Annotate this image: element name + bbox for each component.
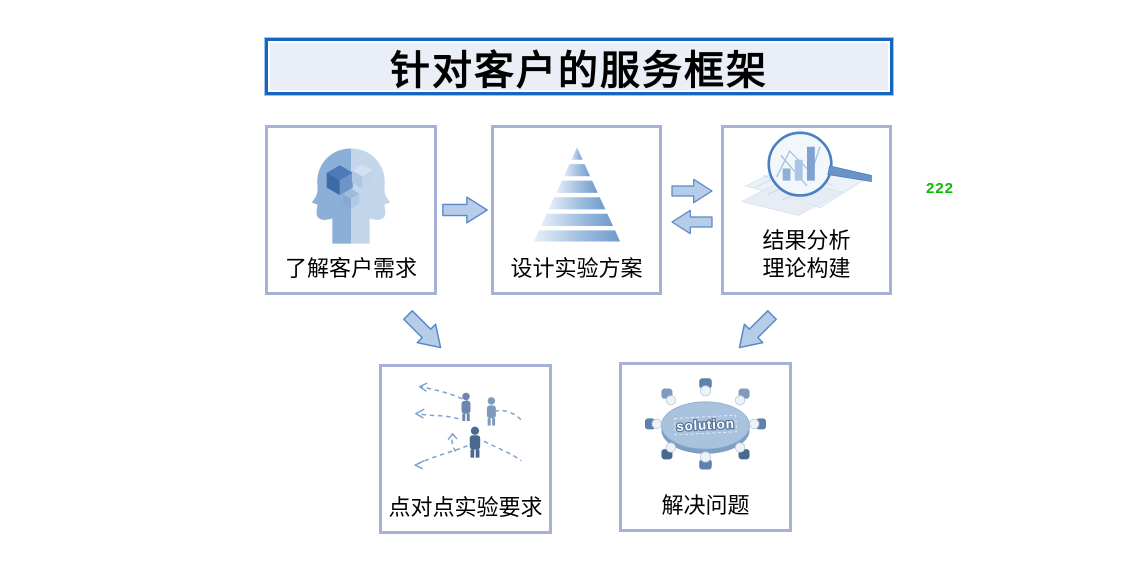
- box-label: 结果分析 理论构建: [762, 225, 850, 292]
- arrow-down-left-icon: [738, 310, 777, 349]
- people-dashed-arrows-icon: [413, 381, 523, 470]
- flow-box-design-experiment: 设计实验方案: [491, 125, 662, 295]
- box-label-line1: 结果分析: [762, 228, 851, 253]
- solution-table-icon: solution: [644, 377, 767, 470]
- flow-box-analyze-results: 结果分析 理论构建: [721, 125, 892, 295]
- arrow-right-icon: [442, 196, 488, 224]
- arrow-down-right-icon: [403, 310, 442, 349]
- flow-box-p2p-requirements: 点对点实验要求: [379, 364, 552, 534]
- flow-box-understand-needs: 了解客户需求: [265, 125, 437, 295]
- pyramid-icon: [531, 143, 622, 243]
- solution-text: solution: [676, 415, 735, 433]
- box-label: 点对点实验要求: [388, 494, 543, 520]
- arrow-left-icon: [671, 209, 713, 235]
- annotation-222: 222: [926, 180, 955, 197]
- thinking-heads-icon: [311, 147, 391, 244]
- title-box: 针对客户的服务框架: [265, 38, 893, 95]
- flow-box-solve-problem: solution 解决问题: [619, 362, 792, 532]
- box-label: 解决问题: [661, 492, 750, 518]
- magnifier-chart-icon: [740, 131, 872, 216]
- box-label-line2: 理论构建: [762, 255, 851, 281]
- slide-title: 针对客户的服务框架: [390, 47, 768, 93]
- arrow-right-icon: [671, 178, 713, 204]
- box-label: 设计实验方案: [510, 255, 643, 281]
- box-label: 了解客户需求: [284, 255, 417, 281]
